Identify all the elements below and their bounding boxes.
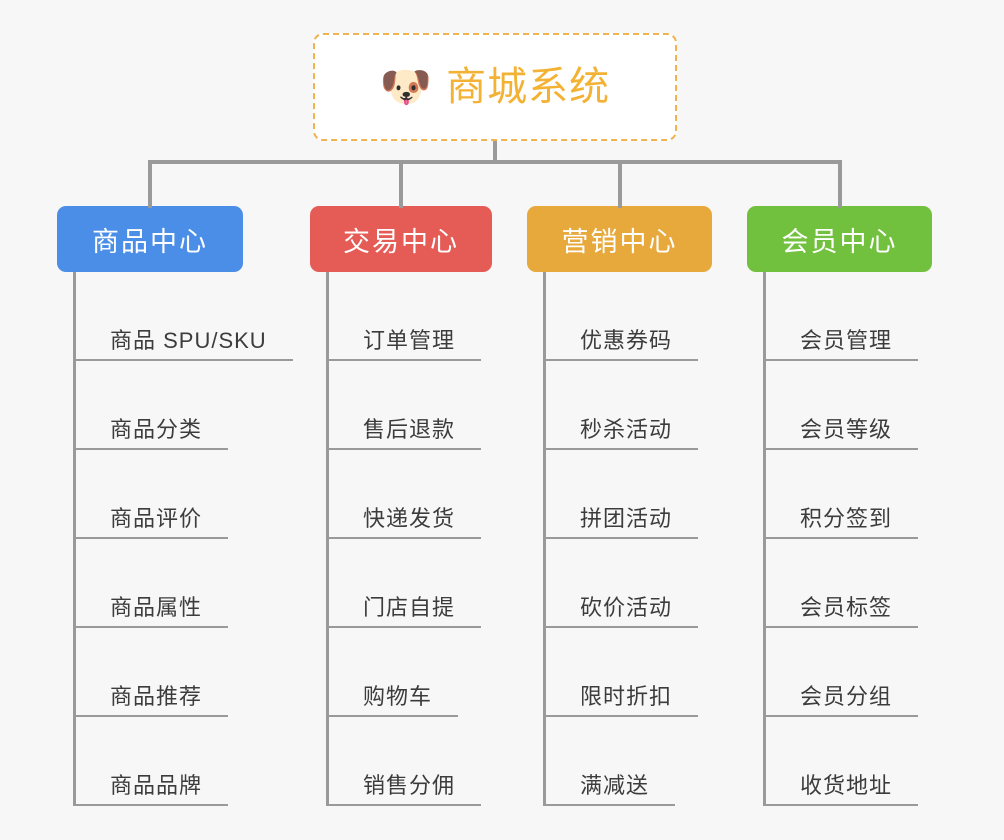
- branch-3: 营销中心优惠券码秒杀活动拼团活动砍价活动限时折扣满减送: [527, 206, 712, 806]
- shiba-dog-emoji: 🐶: [379, 62, 433, 111]
- leaf-item[interactable]: 秒杀活动: [543, 361, 712, 450]
- leaf-item[interactable]: 会员标签: [763, 539, 932, 628]
- connector-root-stem: [493, 141, 497, 163]
- leaf-label: 商品推荐: [76, 684, 229, 717]
- category-label: 营销中心: [561, 226, 678, 257]
- category-label: 会员中心: [781, 226, 898, 257]
- leaf-item[interactable]: 销售分佣: [326, 717, 492, 806]
- connector-drop-3: [618, 160, 622, 208]
- leaf-label: 优惠券码: [546, 328, 699, 361]
- branch-4: 会员中心会员管理会员等级积分签到会员标签会员分组收货地址: [747, 206, 932, 806]
- leaf-label: 拼团活动: [546, 506, 699, 539]
- root-title: 商城系统: [446, 65, 611, 109]
- leaf-item[interactable]: 积分签到: [763, 450, 932, 539]
- leaf-item[interactable]: 砍价活动: [543, 539, 712, 628]
- leaf-label: 商品分类: [76, 417, 229, 450]
- leaf-item[interactable]: 商品分类: [73, 361, 243, 450]
- category-box-3[interactable]: 营销中心: [527, 206, 712, 272]
- leaf-label: 会员等级: [766, 417, 919, 450]
- category-label: 商品中心: [92, 226, 208, 257]
- category-box-2[interactable]: 交易中心: [310, 206, 492, 272]
- leaf-label: 门店自提: [329, 595, 482, 628]
- leaf-label: 积分签到: [766, 506, 919, 539]
- leaf-list-4: 会员管理会员等级积分签到会员标签会员分组收货地址: [763, 272, 932, 806]
- leaf-label: 商品属性: [76, 595, 229, 628]
- connector-drop-2: [399, 160, 403, 208]
- leaf-list-2: 订单管理售后退款快递发货门店自提购物车销售分佣: [326, 272, 492, 806]
- leaf-label: 会员标签: [766, 595, 919, 628]
- category-label: 交易中心: [343, 226, 459, 257]
- leaf-item[interactable]: 收货地址: [763, 717, 932, 806]
- leaf-item[interactable]: 商品推荐: [73, 628, 243, 717]
- leaf-label: 满减送: [546, 773, 676, 806]
- leaf-item[interactable]: 订单管理: [326, 272, 492, 361]
- category-box-1[interactable]: 商品中心: [57, 206, 243, 272]
- leaf-list-1: 商品 SPU/SKU 商品分类商品评价商品属性商品推荐商品品牌: [73, 272, 293, 806]
- leaf-label: 商品品牌: [76, 773, 229, 806]
- leaf-label: 商品 SPU/SKU: [76, 328, 293, 361]
- leaf-label: 销售分佣: [329, 773, 482, 806]
- branch-1: 商品中心商品 SPU/SKU 商品分类商品评价商品属性商品推荐商品品牌: [57, 206, 293, 806]
- leaf-item[interactable]: 拼团活动: [543, 450, 712, 539]
- leaf-list-3: 优惠券码秒杀活动拼团活动砍价活动限时折扣满减送: [543, 272, 712, 806]
- leaf-item[interactable]: 商品 SPU/SKU: [73, 272, 293, 361]
- connector-spine-1: [73, 272, 76, 806]
- leaf-item[interactable]: 门店自提: [326, 539, 492, 628]
- leaf-label: 购物车: [329, 684, 459, 717]
- connector-drop-4: [838, 160, 842, 208]
- leaf-item[interactable]: 商品评价: [73, 450, 243, 539]
- leaf-label: 秒杀活动: [546, 417, 699, 450]
- leaf-item[interactable]: 会员等级: [763, 361, 932, 450]
- leaf-label: 收货地址: [766, 773, 919, 806]
- leaf-item[interactable]: 优惠券码: [543, 272, 712, 361]
- connector-horizontal-bus: [150, 160, 840, 164]
- leaf-item[interactable]: 商品属性: [73, 539, 243, 628]
- leaf-label: 限时折扣: [546, 684, 699, 717]
- leaf-item[interactable]: 满减送: [543, 717, 712, 806]
- connector-drop-1: [148, 160, 152, 208]
- connector-spine-3: [543, 272, 546, 806]
- leaf-label: 订单管理: [329, 328, 482, 361]
- leaf-item[interactable]: 会员管理: [763, 272, 932, 361]
- leaf-item[interactable]: 售后退款: [326, 361, 492, 450]
- leaf-label: 砍价活动: [546, 595, 699, 628]
- leaf-item[interactable]: 购物车: [326, 628, 492, 717]
- leaf-item[interactable]: 快递发货: [326, 450, 492, 539]
- leaf-label: 快递发货: [329, 506, 482, 539]
- connector-spine-4: [763, 272, 766, 806]
- category-box-4[interactable]: 会员中心: [747, 206, 932, 272]
- leaf-item[interactable]: 限时折扣: [543, 628, 712, 717]
- root-node[interactable]: 🐶 商城系统: [313, 33, 677, 141]
- leaf-label: 会员管理: [766, 328, 919, 361]
- leaf-label: 会员分组: [766, 684, 919, 717]
- leaf-item[interactable]: 商品品牌: [73, 717, 243, 806]
- connector-spine-2: [326, 272, 329, 806]
- leaf-label: 售后退款: [329, 417, 482, 450]
- branch-2: 交易中心订单管理售后退款快递发货门店自提购物车销售分佣: [310, 206, 492, 806]
- leaf-item[interactable]: 会员分组: [763, 628, 932, 717]
- leaf-label: 商品评价: [76, 506, 229, 539]
